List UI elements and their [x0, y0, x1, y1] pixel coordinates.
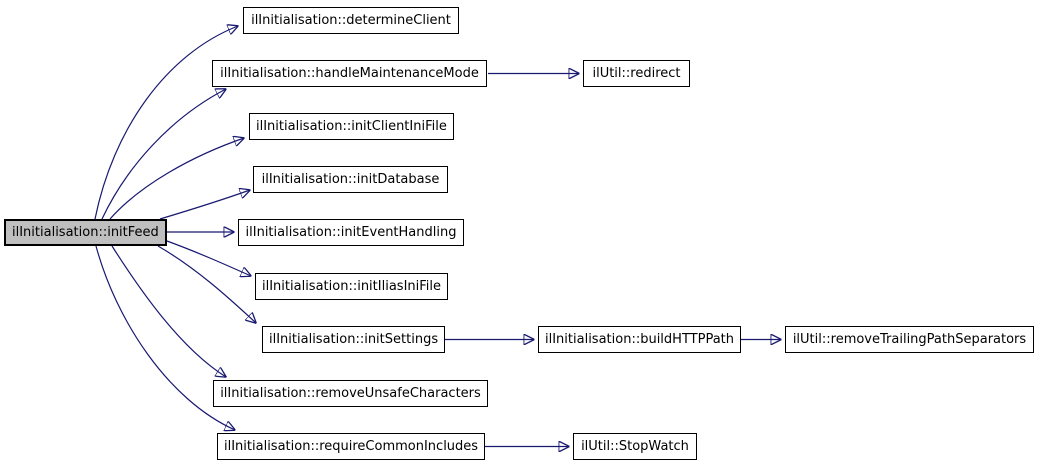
node-requireCommonIncludes[interactable]: ilInitialisation::requireCommonIncludes [217, 433, 486, 460]
node-initSettings[interactable]: ilInitialisation::initSettings [262, 326, 446, 353]
edge-initFeed-initDatabase [159, 190, 250, 220]
node-StopWatch[interactable]: ilUtil::StopWatch [573, 433, 697, 460]
node-initIliasIniFile[interactable]: ilInitialisation::initIliasIniFile [255, 273, 449, 300]
edge-initFeed-initIliasIniFile [166, 240, 251, 276]
edge-initFeed-initClientIniFile [109, 138, 244, 220]
edge-initFeed-initSettings [157, 245, 256, 323]
edge-initFeed-handleMaintenanceMode [101, 89, 226, 220]
edge-initFeed-requireCommonIncludes [95, 245, 235, 430]
node-initClientIniFile[interactable]: ilInitialisation::initClientIniFile [249, 113, 454, 140]
edge-initFeed-determineClient [94, 26, 238, 220]
node-initFeed: ilInitialisation::initFeed [4, 219, 167, 246]
node-handleMaintenanceMode[interactable]: ilInitialisation::handleMaintenanceMode [212, 60, 487, 87]
node-initDatabase[interactable]: ilInitialisation::initDatabase [253, 166, 448, 193]
node-buildHTTPPath[interactable]: ilInitialisation::buildHTTPPath [538, 326, 742, 353]
node-redirect[interactable]: ilUtil::redirect [583, 60, 690, 87]
node-removeUnsafeCharacters[interactable]: ilInitialisation::removeUnsafeCharacters [213, 380, 488, 407]
node-determineClient[interactable]: ilInitialisation::determineClient [243, 7, 459, 34]
node-initEventHandling[interactable]: ilInitialisation::initEventHandling [238, 219, 464, 246]
edge-initFeed-removeUnsafeCharacters [111, 245, 226, 377]
node-removeTrailingPathSeparators[interactable]: ilUtil::removeTrailingPathSeparators [785, 326, 1034, 353]
